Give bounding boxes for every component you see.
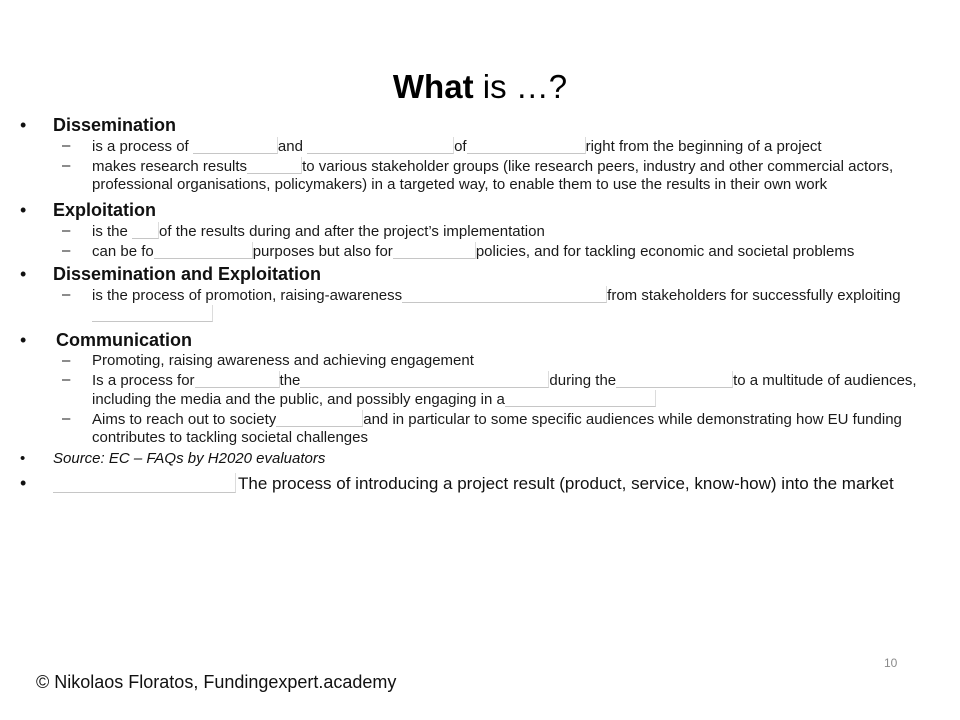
source-note: •Source: EC – FAQs by H2020 evaluators <box>20 450 326 467</box>
footer-copyright: © Nikolaos Floratos, Fundingexpert.acade… <box>36 672 397 692</box>
redacted-blank <box>504 390 656 407</box>
redacted-blank <box>53 473 236 493</box>
commercialisation-bullet: •The process of introducing a project re… <box>20 473 894 493</box>
redacted-blank <box>247 157 303 174</box>
list-item: –Promoting, raising awareness and achiev… <box>62 352 474 369</box>
redacted-blank <box>392 242 476 259</box>
page-number: 10 <box>884 656 898 670</box>
redacted-blank <box>616 371 734 388</box>
redacted-blank <box>307 137 455 154</box>
redacted-blank <box>300 371 550 388</box>
redacted-blank <box>466 137 586 154</box>
heading-communication: •Communication <box>20 330 193 350</box>
redacted-blank <box>192 137 278 154</box>
slide-title: What is …? <box>0 68 960 106</box>
redacted-blank <box>194 371 280 388</box>
heading-dissemination: •Dissemination <box>20 115 177 135</box>
title-bold: What <box>392 68 474 105</box>
heading-exploitation: •Exploitation <box>20 200 156 220</box>
title-rest: is …? <box>473 68 568 105</box>
list-item: – is the process of promotion, raising-a… <box>18 286 948 324</box>
heading-dissemination-and-exploitation: •Dissemination and Exploitation <box>20 264 322 284</box>
redacted-blank <box>92 305 213 322</box>
redacted-blank <box>132 222 160 239</box>
list-item: –is the of the results during and after … <box>62 222 545 240</box>
redacted-blank <box>402 286 608 303</box>
redacted-blank <box>276 410 364 427</box>
redacted-blank <box>153 242 253 259</box>
